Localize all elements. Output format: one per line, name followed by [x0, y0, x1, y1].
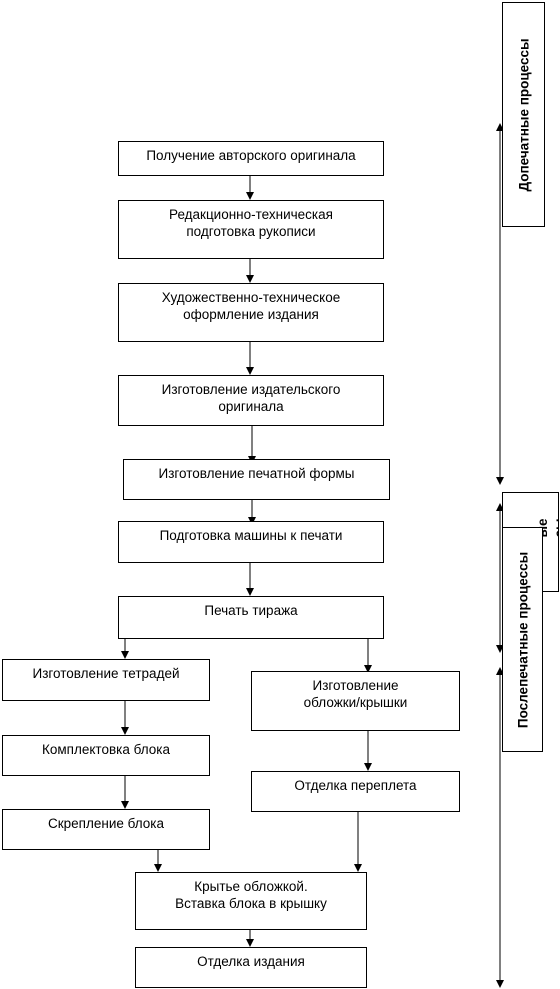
stage-prepress-label: Допечатные процессы — [502, 2, 545, 227]
stage-postpress-text: Послепечатные процессы — [515, 551, 530, 728]
step-edition-finishing: Отделка издания — [135, 947, 367, 988]
step-casing-in: Крытье обложкой. Вставка блока в крышку — [135, 872, 367, 930]
step-author-original: Получение авторского оригинала — [118, 141, 384, 176]
step-signatures: Изготовление тетрадей — [2, 659, 210, 701]
step-artistic-design: Художественно-техническое оформление изд… — [118, 283, 384, 342]
step-print-run: Печать тиража — [118, 596, 384, 639]
step-binding-finishing: Отделка переплета — [251, 771, 460, 812]
step-cover-making: Изготовление обложки/крышки — [251, 671, 460, 731]
step-editorial-preparation: Редакционно-техническая подготовка рукоп… — [118, 200, 384, 259]
step-printing-form: Изготовление печатной формы — [123, 459, 390, 500]
step-block-assembly: Комплектовка блока — [2, 735, 210, 776]
step-machine-preparation: Подготовка машины к печати — [118, 521, 384, 563]
stage-postpress-label: Послепечатные процессы — [502, 527, 543, 752]
stage-prepress-text: Допечатные процессы — [516, 37, 531, 192]
step-publishing-original: Изготовление издательского оригинала — [118, 375, 384, 426]
step-block-binding: Скрепление блока — [2, 809, 210, 850]
